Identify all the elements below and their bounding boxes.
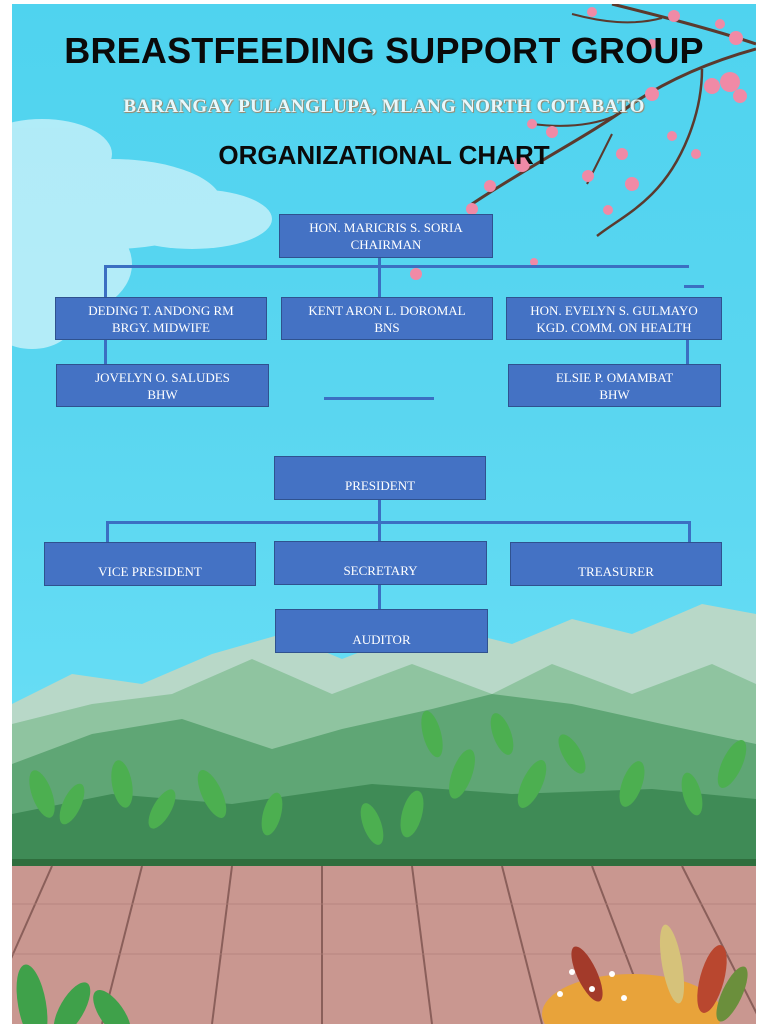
treasurer-label: TREASURER: [578, 564, 654, 579]
health-committee-role: KGD. COMM. ON HEALTH: [536, 320, 692, 335]
bns-name: KENT ARON L. DOROMAL: [308, 303, 466, 318]
bns-box: KENT ARON L. DOROMAL BNS: [281, 297, 493, 340]
chairman-name: HON. MARICRIS S. SORIA: [309, 220, 463, 235]
connector-officials-bar: [104, 265, 689, 268]
cherry-blossom-branch: [410, 4, 756, 280]
vice-president-box: VICE PRESIDENT: [44, 542, 256, 586]
auditor-box: AUDITOR: [275, 609, 488, 653]
midwife-role: BRGY. MIDWIFE: [112, 320, 210, 335]
bhw-left-role: BHW: [147, 387, 178, 402]
connector-midwife-drop: [104, 265, 107, 297]
poster: BREASTFEEDING SUPPORT GROUP BARANGAY PUL…: [12, 4, 756, 1024]
bhw-left-box: JOVELYN O. SALUDES BHW: [56, 364, 269, 407]
auditor-label: AUDITOR: [352, 632, 411, 647]
bhw-right-box: ELSIE P. OMAMBAT BHW: [508, 364, 721, 407]
connector-center-stub: [324, 397, 434, 400]
connector-treasurer-drop: [688, 521, 691, 542]
health-committee-box: HON. EVELYN S. GULMAYO KGD. COMM. ON HEA…: [506, 297, 722, 340]
connector-health-bhw: [686, 340, 689, 364]
president-label: PRESIDENT: [344, 478, 416, 493]
foliage: [29, 710, 747, 845]
vice-president-label: VICE PRESIDENT: [98, 564, 202, 579]
secretary-box: SECRETARY: [274, 541, 487, 585]
bhw-right-name: ELSIE P. OMAMBAT: [555, 370, 674, 385]
connector-midwife-bhw: [104, 340, 107, 364]
location-subtitle: BARANGAY PULANGLUPA, MLANG NORTH COTABAT…: [123, 96, 645, 117]
midwife-box: DEDING T. ANDONG RM BRGY. MIDWIFE: [55, 297, 267, 340]
chart-title: ORGANIZATIONAL CHART: [218, 140, 550, 170]
page-title: BREASTFEEDING SUPPORT GROUP: [64, 30, 704, 71]
bhw-right-role: BHW: [599, 387, 630, 402]
chairman-box: HON. MARICRIS S. SORIA CHAIRMAN: [279, 214, 493, 258]
midwife-name: DEDING T. ANDONG RM: [88, 303, 234, 318]
connector-president-trunk: [378, 499, 381, 541]
connector-secretary-auditor: [378, 584, 381, 610]
president-box: PRESIDENT: [274, 456, 486, 500]
background-scene: [12, 4, 756, 1024]
bns-role: BNS: [374, 320, 400, 335]
connector-chairman-trunk: [378, 257, 381, 297]
bhw-left-name: JOVELYN O. SALUDES: [95, 370, 230, 385]
bottom-right-plant: [542, 924, 748, 1024]
treasurer-box: TREASURER: [510, 542, 722, 586]
clouds: [12, 119, 272, 349]
connector-vp-drop: [106, 521, 109, 542]
health-committee-name: HON. EVELYN S. GULMAYO: [530, 303, 698, 318]
connector-officers-bar: [106, 521, 691, 524]
secretary-label: SECRETARY: [343, 563, 418, 578]
connector-health-stub: [684, 285, 704, 288]
chairman-role: CHAIRMAN: [350, 237, 422, 252]
